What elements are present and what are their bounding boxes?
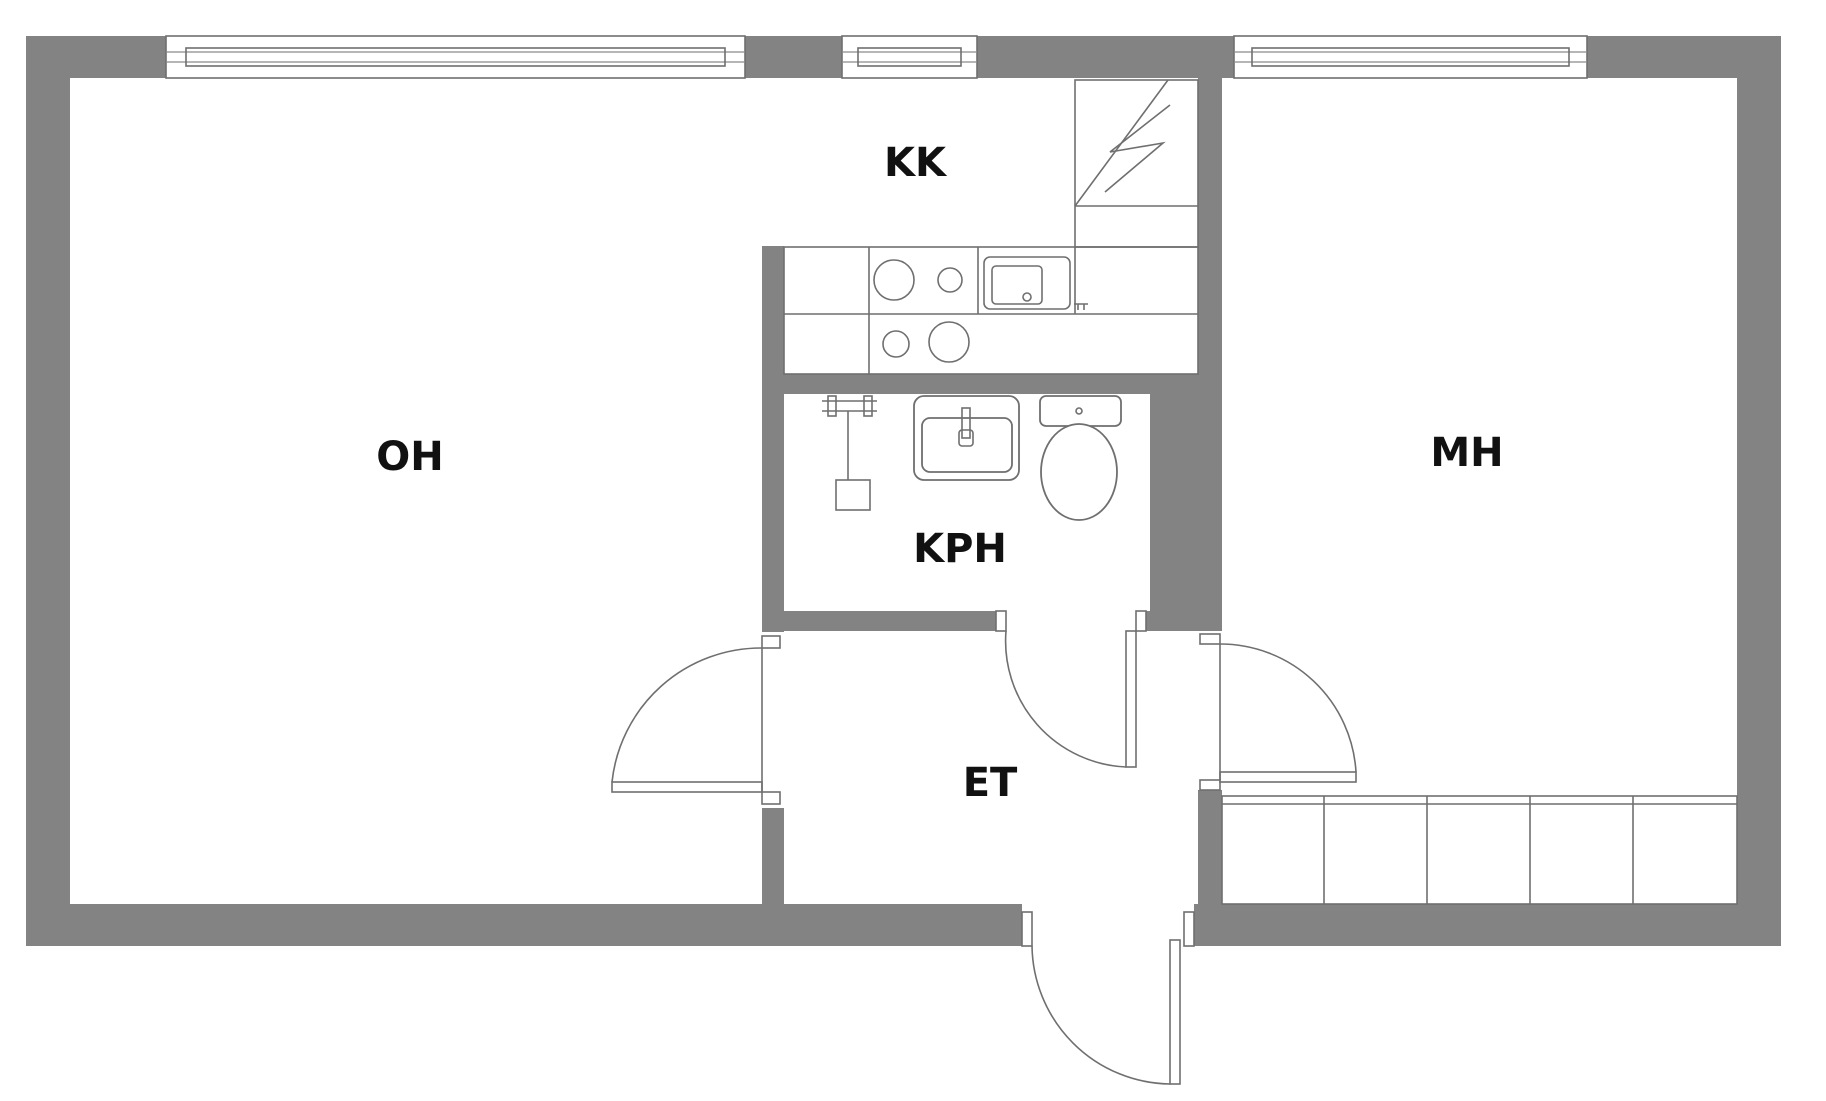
wall-bottom-left xyxy=(26,904,1022,946)
bathroom-fixtures xyxy=(822,395,1122,521)
wall-bottom-right xyxy=(1194,904,1781,946)
kitchen-sink-icon xyxy=(983,256,1088,310)
wall-left xyxy=(26,36,70,946)
window-oh xyxy=(165,35,746,79)
kitchen-fixtures xyxy=(783,79,1199,375)
toilet-icon xyxy=(1039,395,1122,521)
wardrobe-icon xyxy=(1221,795,1738,905)
room-labels: OH KK KPH MH ET xyxy=(376,140,1503,806)
wall-oh-et-lower xyxy=(762,808,784,946)
room-label-oh: OH xyxy=(376,434,443,480)
door-oh xyxy=(611,635,781,805)
kitchen-counter xyxy=(783,246,1199,375)
wall-mh-left-lower xyxy=(1198,790,1222,946)
wall-top-between-1 xyxy=(745,36,842,78)
doors xyxy=(611,610,1357,1085)
stove-icon xyxy=(873,259,970,363)
door-bathroom xyxy=(995,610,1147,768)
wall-kitchen-left xyxy=(762,246,784,632)
room-label-mh: MH xyxy=(1430,430,1503,476)
room-label-kph: KPH xyxy=(913,526,1007,572)
shower-icon xyxy=(822,395,877,511)
outer-walls xyxy=(26,36,1781,946)
interior-walls xyxy=(762,78,1222,946)
room-label-et: ET xyxy=(963,760,1018,806)
window-kk xyxy=(841,35,978,79)
room-label-kk: KK xyxy=(884,140,948,186)
window-mh xyxy=(1233,35,1588,79)
sink-icon xyxy=(913,395,1020,481)
wall-top-between-2 xyxy=(977,36,1234,78)
door-entrance xyxy=(1021,911,1195,1085)
wall-mh-left-upper xyxy=(1198,78,1222,631)
wall-bathroom-bottom-left xyxy=(762,611,996,631)
wall-right xyxy=(1737,36,1781,946)
refrigerator-icon xyxy=(1074,79,1199,248)
wall-bathroom-bottom-right xyxy=(1146,611,1198,631)
wall-kitchen-bathroom xyxy=(762,374,1201,394)
door-mh xyxy=(1199,633,1357,791)
windows xyxy=(165,35,1588,79)
wall-bathroom-right xyxy=(1150,394,1198,631)
